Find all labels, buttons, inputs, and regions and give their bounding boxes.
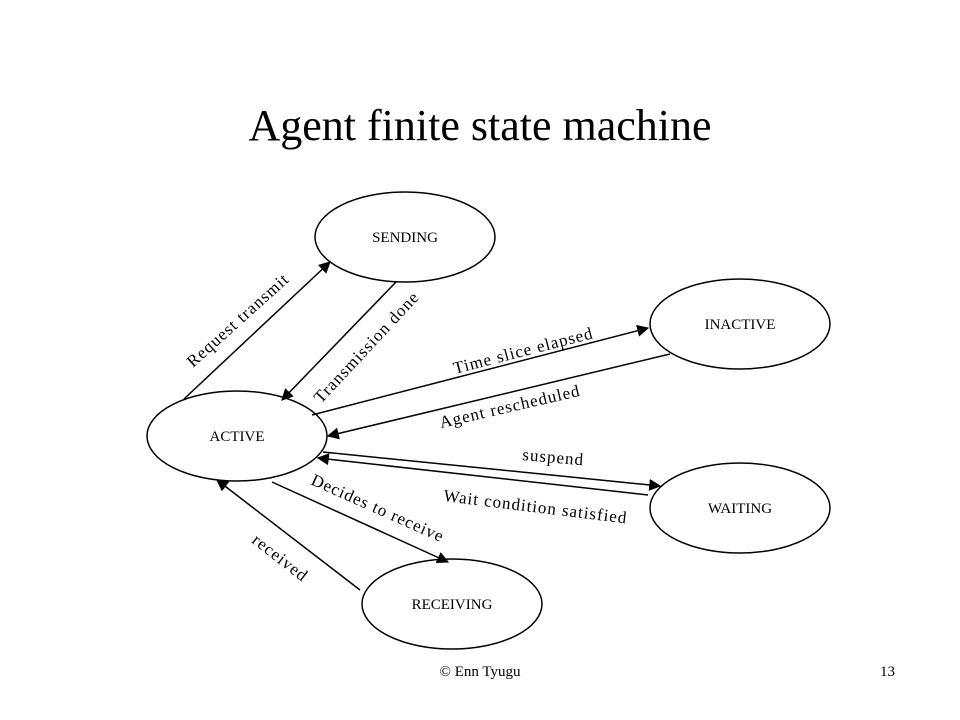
state-sending-label: SENDING (372, 230, 438, 246)
label-time-slice-elapsed: Time slice elapsed (451, 323, 595, 377)
edge-transmission-done (281, 281, 397, 401)
edge-wait-condition-satisfied (316, 453, 649, 496)
state-inactive-label: INACTIVE (705, 317, 776, 333)
footer-copyright: © Enn Tyugu (439, 664, 521, 680)
label-suspend: suspend (522, 445, 585, 469)
state-receiving: RECEIVING (361, 558, 543, 650)
edge-time-slice-elapsed (311, 324, 650, 416)
label-received: received (249, 530, 312, 585)
slide-title: Agent finite state machine (248, 101, 712, 150)
state-active: ACTIVE (146, 390, 328, 482)
label-wait-condition-satisfied: Wait condition satisfied (443, 486, 629, 527)
state-sending: SENDING (314, 191, 496, 283)
label-request-transmit: Request transmit (183, 269, 293, 371)
label-agent-rescheduled: Agent rescheduled (438, 381, 583, 432)
label-transmission-done: Transmission done (310, 287, 423, 406)
edge-received (216, 479, 361, 591)
edge-suspend (322, 451, 662, 491)
state-waiting: WAITING (649, 462, 831, 554)
state-active-label: ACTIVE (210, 429, 265, 445)
state-inactive: INACTIVE (649, 278, 831, 370)
edge-decides-to-receive (271, 481, 450, 563)
state-receiving-label: RECEIVING (412, 597, 493, 613)
edge-agent-rescheduled (326, 353, 671, 440)
edge-request-transmit (183, 261, 331, 400)
footer-page-number: 13 (880, 664, 895, 680)
state-waiting-label: WAITING (708, 501, 772, 517)
